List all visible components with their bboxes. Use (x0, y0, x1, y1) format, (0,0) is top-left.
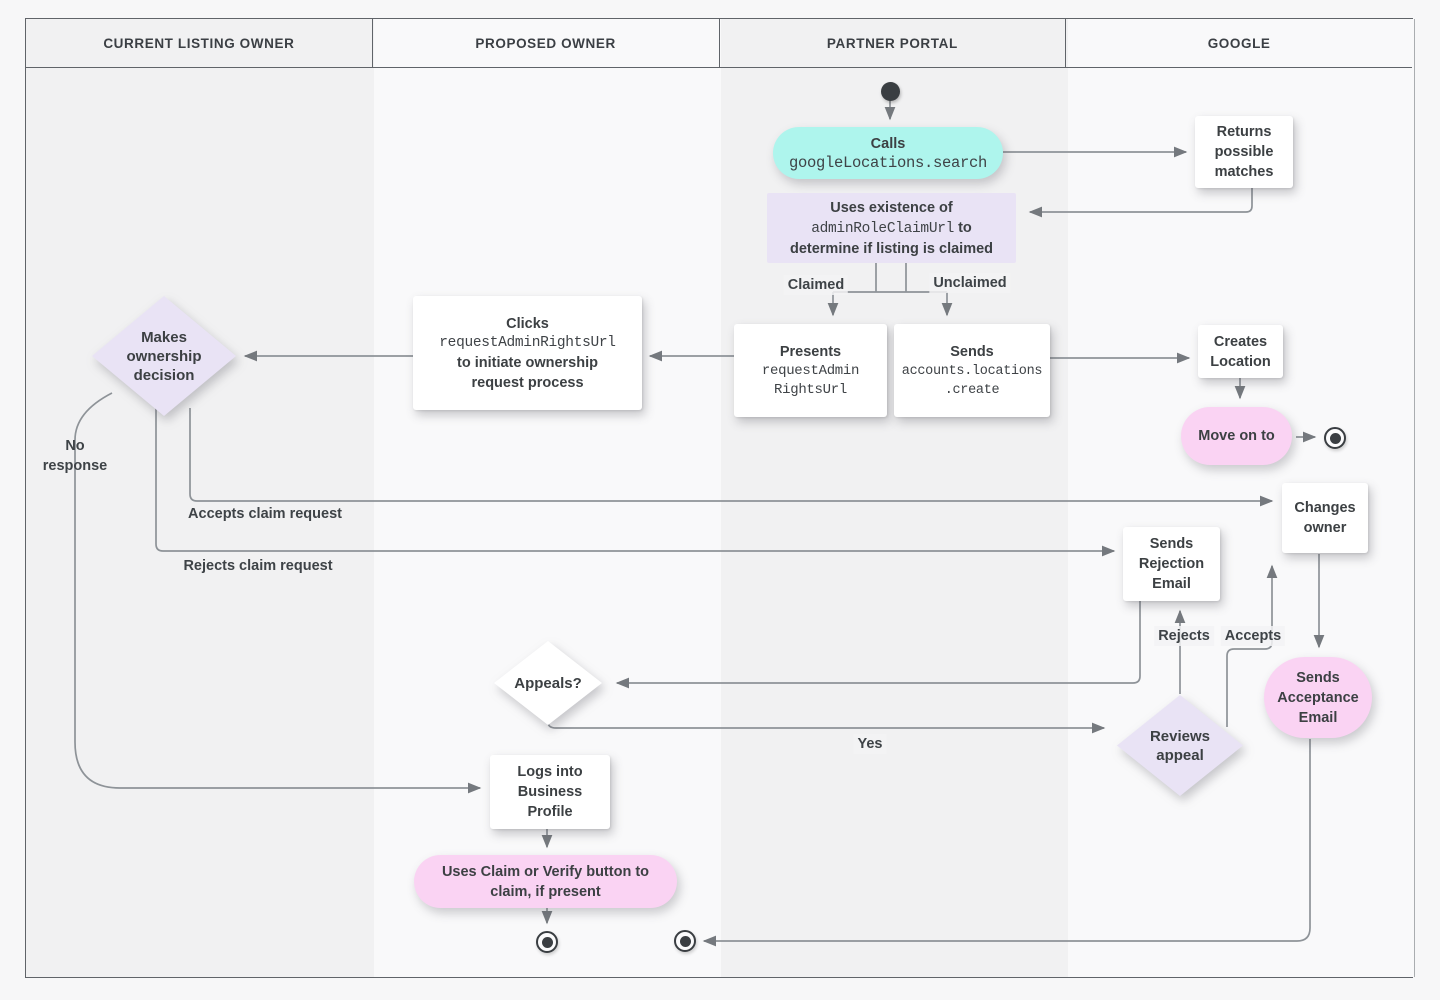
lane-header-partner-portal: PARTNER PORTAL (720, 19, 1067, 67)
reviews-appeal-diamond: Reviews appeal (1117, 695, 1243, 796)
node-code: requestAdminRightsUrl (439, 334, 616, 351)
node-text: Move on to (1198, 428, 1275, 444)
move-on-to-node: Move on to (1181, 407, 1292, 465)
sends-acceptance-email-node: Sends Acceptance Email (1264, 657, 1372, 738)
edge-label-rejects: Rejects (1154, 626, 1214, 646)
node-text: Returns possible matches (1214, 124, 1274, 180)
returns-possible-matches-node: Returns possible matches (1195, 116, 1293, 188)
edge-label-accepts: Accepts (1220, 626, 1286, 646)
note-code: adminRoleClaimUrl (811, 220, 955, 237)
uses-existence-note: Uses existence of adminRoleClaimUrl to d… (767, 193, 1016, 263)
lane-header-google: GOOGLE (1207, 35, 1271, 51)
node-text: Sends Rejection Email (1138, 536, 1205, 592)
diamond-text: Reviews appeal (1149, 727, 1211, 764)
lane-proposed-owner (374, 19, 722, 977)
node-text: Changes owner (1294, 500, 1356, 536)
clicks-request-admin-rights-url-node: Clicks requestAdminRightsUrl to initiate… (413, 296, 642, 410)
node-title: Presents (779, 343, 842, 360)
edge-label-rejects-claim-request: Rejects claim request (183, 558, 333, 574)
makes-ownership-decision-diamond: Makes ownership decision (92, 296, 236, 416)
node-text: Uses Claim or Verify button to claim, if… (441, 863, 650, 900)
node-code-line2: RightsUrl (774, 381, 847, 398)
node-text: Creates Location (1210, 333, 1271, 370)
node-code-line1: accounts.locations (901, 363, 1043, 379)
edge-label-no-response: No response (42, 438, 108, 474)
node-code-line1: requestAdmin (761, 362, 860, 379)
diamond-text: Appeals? (514, 674, 582, 692)
note-line2-suffix: to (954, 219, 972, 236)
edge-label-yes: Yes (853, 734, 887, 754)
sends-rejection-email-node: Sends Rejection Email (1123, 527, 1220, 601)
changes-owner-node: Changes owner (1282, 483, 1368, 553)
end-node-partner-portal (674, 930, 696, 952)
node-text: Logs into Business Profile (517, 764, 583, 820)
node-title: Sends (950, 343, 994, 360)
node-line4: request process (471, 374, 584, 391)
note-line1: Uses existence of (830, 199, 953, 216)
start-node (881, 82, 900, 101)
node-code: googleLocations.search (788, 153, 988, 172)
creates-location-node: Creates Location (1198, 325, 1283, 378)
presents-request-admin-rights-url-node: Presents requestAdmin RightsUrl (734, 324, 887, 417)
uses-claim-or-verify-node: Uses Claim or Verify button to claim, if… (414, 855, 677, 908)
edge-label-accepts-claim-request: Accepts claim request (188, 506, 342, 522)
lane-header-row: CURRENT LISTING OWNER PROPOSED OWNER PAR… (26, 19, 1412, 68)
node-code-line2: .create (944, 382, 1000, 398)
node-title: Calls (870, 135, 906, 152)
diamond-text: Makes ownership decision (126, 328, 202, 384)
note-line3: determine if listing is claimed (789, 240, 994, 257)
lane-current-listing-owner (26, 19, 375, 977)
end-node-proposed-owner (536, 931, 558, 953)
node-line3: to initiate ownership (457, 354, 598, 371)
node-title: Clicks (506, 315, 549, 332)
end-node-google (1324, 427, 1346, 449)
lane-header-proposed-owner: PROPOSED OWNER (373, 19, 720, 67)
logs-into-business-profile-node: Logs into Business Profile (490, 755, 610, 829)
edge-label-claimed: Claimed (783, 275, 849, 295)
calls-google-locations-search-node: Calls googleLocations.search (773, 127, 1003, 179)
appeals-diamond: Appeals? (494, 641, 602, 725)
sends-accounts-locations-create-node: Sends accounts.locations .create (894, 324, 1050, 417)
node-text: Sends Acceptance Email (1277, 669, 1359, 726)
edge-label-unclaimed: Unclaimed (929, 273, 1011, 293)
lane-header-current-listing-owner: CURRENT LISTING OWNER (26, 19, 373, 67)
